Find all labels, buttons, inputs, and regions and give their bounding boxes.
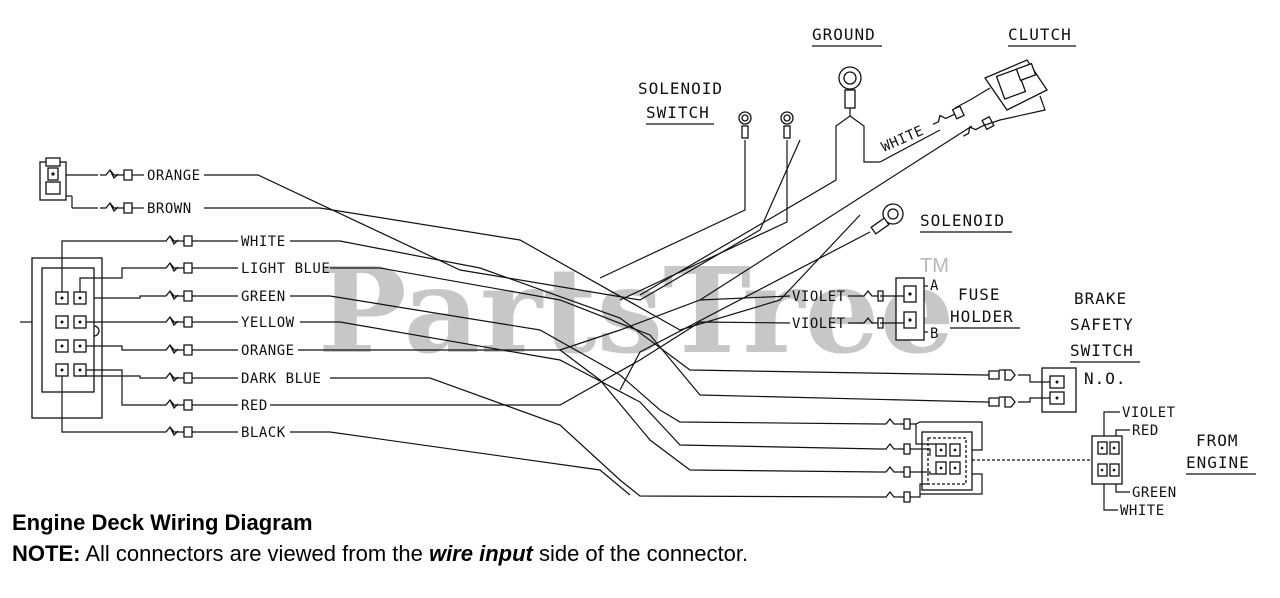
label-solenoid-switch-1: SOLENOID <box>638 79 723 98</box>
label-solenoid: SOLENOID <box>920 211 1005 230</box>
wire-label-eng-violet: VIOLET <box>1122 405 1176 421</box>
harness-wires <box>204 108 986 498</box>
label-clutch: CLUTCH <box>1008 25 1072 44</box>
label-fuse-holder-2: HOLDER <box>950 307 1014 326</box>
left-terminals <box>100 168 193 438</box>
wire-label-orange-top: ORANGE <box>147 168 201 184</box>
label-from-engine-2: ENGINE <box>1186 453 1250 472</box>
wire-label-violet-a: VIOLET <box>792 289 846 305</box>
wire-label-eng-white: WHITE <box>1120 503 1165 519</box>
brake-safety-switch <box>985 367 1077 413</box>
wire-label-clutch-white: WHITE <box>879 123 926 156</box>
label-ground: GROUND <box>812 25 876 44</box>
wire-label-orange: ORANGE <box>241 343 295 359</box>
wire-label-violet-b: VIOLET <box>792 316 846 332</box>
note-label: NOTE: <box>12 541 81 566</box>
wire-label-green: GREEN <box>241 289 286 305</box>
fuse-holder <box>858 277 928 341</box>
ground-terminal <box>838 66 862 109</box>
label-solenoid-switch-2: SWITCH <box>646 103 710 122</box>
solenoid-switch-terminals <box>738 111 794 139</box>
wire-label-brown: BROWN <box>147 201 192 217</box>
label-fuse-holder-1: FUSE <box>958 285 1001 304</box>
watermark-trademark: TM <box>920 255 949 277</box>
label-brake-3: SWITCH <box>1070 341 1134 360</box>
diagram-title: Engine Deck Wiring Diagram <box>12 510 313 535</box>
wire-label-eng-red: RED <box>1132 423 1159 439</box>
label-from-engine-1: FROM <box>1196 431 1239 450</box>
from-engine-connector <box>1091 411 1130 511</box>
diagram-note: NOTE: All connectors are viewed from the… <box>12 541 748 567</box>
fuse-label-a: A <box>930 278 939 294</box>
eight-pin-connector <box>20 240 160 433</box>
note-emphasis: wire input <box>428 541 533 566</box>
wire-label-red: RED <box>241 398 268 414</box>
watermark-logo: PartsTree <box>318 241 955 380</box>
wire-label-white: WHITE <box>241 234 286 250</box>
wire-label-light-blue: LIGHT BLUE <box>241 261 330 277</box>
label-brake-4: N.O. <box>1084 369 1127 388</box>
wire-label-yellow: YELLOW <box>241 315 295 331</box>
wire-label-black: BLACK <box>241 425 286 441</box>
fuse-label-b: B <box>930 326 939 342</box>
wire-label-dark-blue: DARK BLUE <box>241 371 321 387</box>
note-text-pre: All connectors are viewed from the <box>80 541 429 566</box>
two-pin-connector <box>39 157 98 209</box>
label-brake-1: BRAKE <box>1074 289 1127 308</box>
solenoid-terminal <box>870 203 904 235</box>
wire-label-eng-green: GREEN <box>1132 485 1177 501</box>
label-brake-2: SAFETY <box>1070 315 1134 334</box>
clutch-connector <box>932 59 1048 137</box>
note-text-post: side of the connector. <box>532 541 749 566</box>
engine-connector-harness <box>880 417 1092 503</box>
